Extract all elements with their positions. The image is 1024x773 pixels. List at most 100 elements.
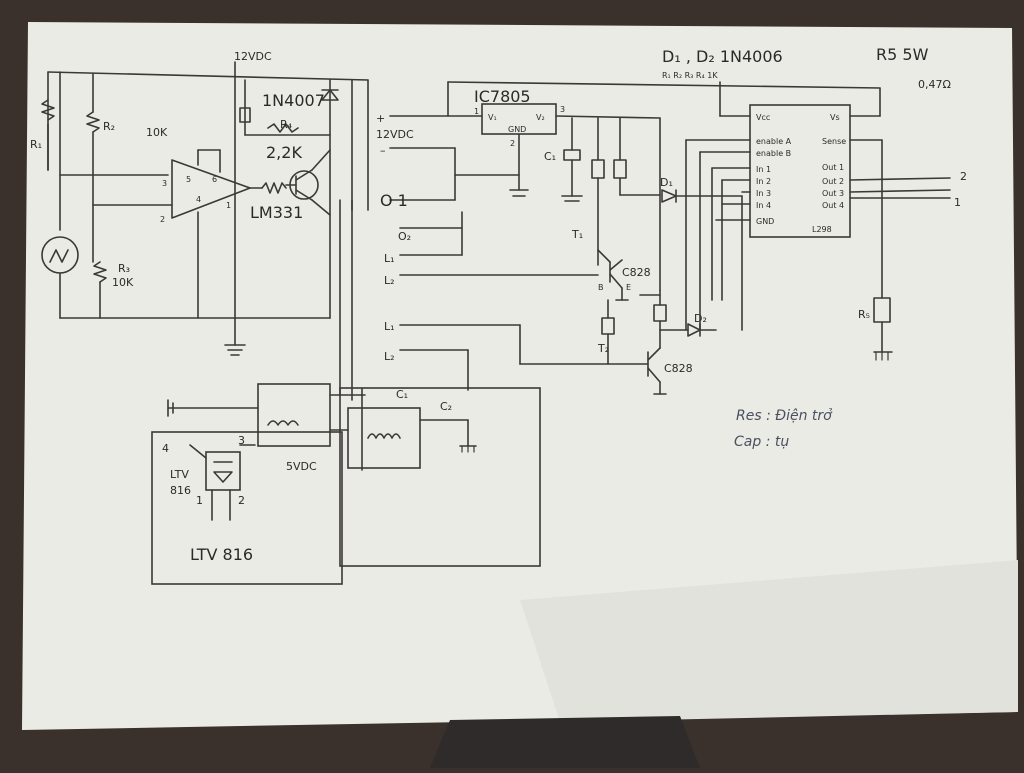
relay-coil-2 — [367, 433, 401, 439]
note-resistors: R₁ R₂ R₃ R₄ 1K — [662, 71, 718, 80]
paper-shadow — [520, 560, 1018, 722]
label-c1: C₁ — [544, 150, 556, 163]
label-l298-in3: In 3 — [756, 189, 771, 198]
label-d1: D₁ — [660, 176, 673, 189]
ltv816-chip — [205, 451, 241, 491]
label-l298-out3: Out 3 — [822, 189, 844, 198]
ic-l298 — [749, 104, 851, 238]
label-supply-left: 12VDC — [376, 128, 414, 141]
label-regulator: IC7805 — [474, 87, 531, 106]
label-opamp: LM331 — [250, 203, 303, 222]
resistor-r2 — [86, 111, 100, 133]
label-relay-voltage: 5VDC — [286, 460, 317, 473]
resistor-r3 — [93, 261, 107, 283]
diode-d1 — [661, 189, 677, 203]
label-out-1: 1 — [954, 196, 961, 209]
resistor-r1 — [41, 99, 55, 121]
label-r1: R₁ — [30, 138, 42, 151]
label-l298-ena: enable A — [756, 137, 792, 146]
paper-sheet — [22, 22, 1018, 730]
relay-coil — [267, 420, 299, 426]
label-o1: O 1 — [380, 191, 408, 210]
label-op-pin6: 6 — [212, 175, 217, 184]
relay-section — [151, 199, 541, 585]
diode-d2 — [687, 323, 701, 337]
label-l298-in2: In 2 — [756, 177, 771, 186]
label-r3: R₃ — [118, 262, 130, 275]
label-l2a: L₂ — [384, 274, 395, 287]
label-ltv-pin3: 3 — [238, 434, 245, 447]
label-reg-p2: 2 — [510, 139, 515, 148]
label-l298-out1: Out 1 — [822, 163, 844, 172]
label-l298-vcc: Vcc — [756, 113, 770, 122]
note-r5-power: R5 5W — [876, 45, 929, 64]
label-ltv-pin2: 2 — [238, 494, 245, 507]
label-r5: R₅ — [858, 308, 870, 321]
label-minus: – — [380, 144, 386, 157]
resistor-r4 — [261, 182, 287, 194]
regulator-section — [389, 81, 881, 291]
label-o2: O₂ — [398, 230, 411, 243]
label-l1b: L₁ — [384, 320, 395, 333]
label-l298-sense: Sense — [822, 137, 846, 146]
label-ltv-name: LTV — [170, 468, 189, 481]
label-op-pin2: 2 — [160, 215, 165, 224]
label-l298-in1: In 1 — [756, 165, 771, 174]
label-plus: + — [376, 112, 385, 125]
driver-section — [399, 211, 717, 395]
label-reg-gnd: GND — [508, 125, 526, 134]
label-r4-value: 2,2K — [266, 143, 302, 162]
label-r4: R₄ — [280, 118, 293, 131]
l298-section — [685, 81, 951, 361]
label-l298-name: L298 — [812, 225, 832, 234]
label-out-2: 2 — [960, 170, 967, 183]
label-l298-gnd: GND — [756, 217, 774, 226]
label-q1-e: E — [626, 283, 631, 292]
label-r2-value: 10K — [146, 126, 168, 139]
label-t1: T₁ — [571, 228, 583, 241]
label-reg-vin: V₁ — [488, 113, 497, 122]
label-op-pin5: 5 — [186, 175, 191, 184]
label-ltv-num: 816 — [170, 484, 191, 497]
relay-module-box — [339, 387, 541, 567]
label-l298-out4: Out 4 — [822, 201, 844, 210]
label-l1a: L₁ — [384, 252, 395, 265]
label-l298-enb: enable B — [756, 149, 791, 158]
note-r5-value: 0,47Ω — [918, 78, 951, 91]
label-op-pin1: 1 — [226, 201, 231, 210]
label-supply-top: 12VDC — [234, 50, 272, 63]
label-relay-c2: C₂ — [440, 400, 452, 413]
label-l298-vs: Vs — [830, 113, 840, 122]
label-reg-p3: 3 — [560, 105, 565, 114]
note-diodes: D₁ , D₂ 1N4006 — [662, 47, 783, 66]
label-q1-b: B — [598, 283, 604, 292]
label-q2: C828 — [664, 362, 693, 375]
left-section — [41, 61, 369, 356]
comparator-lm331 — [171, 159, 251, 219]
diode-1n4007 — [321, 89, 339, 101]
ltv-module-box — [151, 431, 343, 585]
label-r2: R₂ — [103, 120, 115, 133]
label-r3-value: 10K — [112, 276, 134, 289]
relay-coil-box — [257, 383, 331, 447]
relay-inner — [347, 407, 421, 469]
legend-capacitor: Cap : tụ — [734, 434, 789, 450]
label-l298-out2: Out 2 — [822, 177, 844, 186]
legend-resistor: Res : Điện trở — [736, 408, 833, 424]
label-ltv-title: LTV 816 — [190, 545, 253, 564]
led-indicator — [239, 107, 251, 123]
label-reg-vout: V₂ — [536, 113, 545, 122]
label-reg-p1: 1 — [474, 107, 479, 116]
label-q1: C828 — [622, 266, 651, 279]
label-t2: T₂ — [597, 342, 609, 355]
label-l298-in4: In 4 — [756, 201, 771, 210]
label-op-pin4: 4 — [196, 195, 201, 204]
label-ltv-pin1: 1 — [196, 494, 203, 507]
label-ltv-pin4: 4 — [162, 442, 169, 455]
label-relay-c1: C₁ — [396, 388, 408, 401]
label-l2b: L₂ — [384, 350, 395, 363]
label-diode: 1N4007 — [262, 91, 325, 110]
table-object — [430, 716, 700, 768]
